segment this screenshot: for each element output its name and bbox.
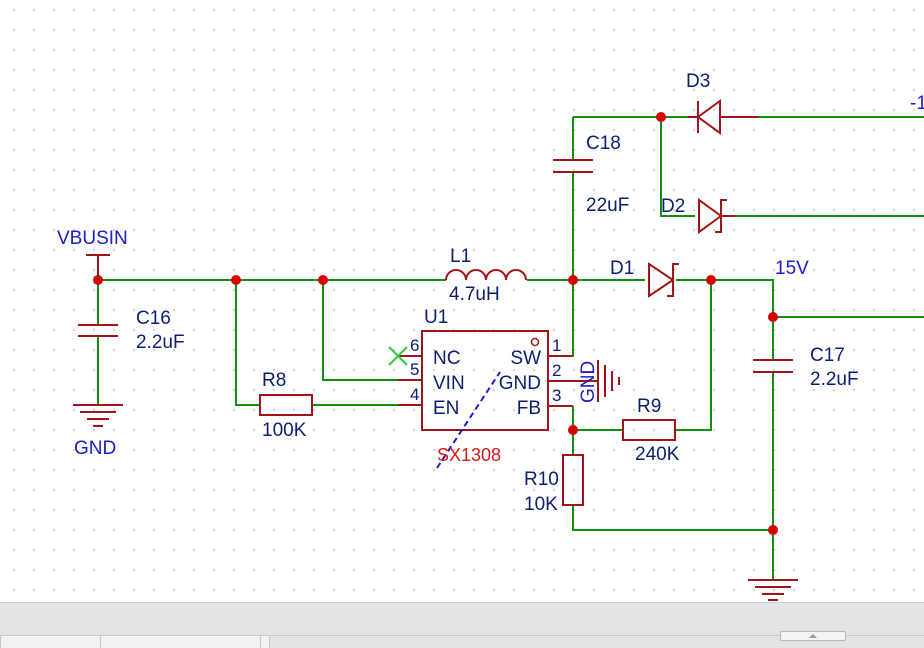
horizontal-scrollbar-thumb[interactable] bbox=[780, 631, 846, 641]
r9-value: 240K bbox=[635, 444, 680, 465]
wire-vin[interactable] bbox=[322, 280, 398, 381]
ground-symbol-left[interactable]: GND bbox=[73, 404, 123, 459]
diode-d3[interactable]: D3 bbox=[686, 71, 758, 135]
wire-r10-bottom[interactable] bbox=[572, 505, 773, 531]
net-15v-label: 15V bbox=[775, 258, 809, 279]
grid-background bbox=[0, 0, 924, 602]
resistor-r10[interactable]: R10 10K bbox=[524, 454, 584, 515]
wires bbox=[97, 116, 924, 580]
d2-ref: D2 bbox=[661, 196, 685, 217]
r10-ref: R10 bbox=[524, 469, 559, 490]
wire-r9-right[interactable] bbox=[675, 280, 712, 431]
diode-d1[interactable]: D1 bbox=[610, 258, 679, 298]
junction-dot bbox=[231, 275, 241, 285]
junction-dot bbox=[656, 112, 666, 122]
l1-value: 4.7uH bbox=[449, 284, 500, 305]
u1-pin-num: 3 bbox=[552, 386, 561, 405]
bottom-panel bbox=[0, 602, 924, 648]
u1-pin-num: 1 bbox=[552, 336, 561, 355]
diode-d2[interactable]: D2 bbox=[661, 196, 735, 234]
junction-dot bbox=[568, 425, 578, 435]
junction-dot bbox=[318, 275, 328, 285]
u1-pin-num: 5 bbox=[410, 360, 419, 379]
u1-part-name: SX1308 bbox=[437, 445, 501, 465]
bottom-tab[interactable] bbox=[0, 636, 102, 648]
c16-ref: C16 bbox=[136, 308, 171, 329]
junction-dot bbox=[768, 312, 778, 322]
c17-ref: C17 bbox=[810, 345, 845, 366]
junction-dot bbox=[768, 525, 778, 535]
vbusin-label: VBUSIN bbox=[57, 228, 128, 249]
schematic-canvas[interactable]: VBUSIN C16 2.2uF GND R8 100K L1 4.7uH bbox=[0, 0, 924, 602]
ground-symbol-u1[interactable]: GND bbox=[572, 360, 620, 403]
junction-dot bbox=[706, 275, 716, 285]
resistor-r8[interactable]: R8 100K bbox=[259, 370, 313, 441]
wire-r8-left[interactable] bbox=[235, 280, 260, 406]
panel-divider bbox=[0, 635, 924, 636]
r8-ref: R8 bbox=[262, 370, 286, 391]
r8-value: 100K bbox=[262, 420, 307, 441]
d1-ref: D1 bbox=[610, 258, 634, 279]
r9-ref: R9 bbox=[637, 396, 661, 417]
ground-symbol-right[interactable] bbox=[748, 579, 798, 601]
gnd-label: GND bbox=[74, 438, 116, 459]
u1-pin-num: 2 bbox=[552, 361, 561, 380]
strikethrough-line bbox=[436, 371, 501, 469]
capacitor-c17[interactable]: C17 2.2uF bbox=[753, 345, 859, 390]
u1-pin-name: NC bbox=[433, 348, 460, 369]
r10-value: 10K bbox=[524, 494, 558, 515]
u1-ref: U1 bbox=[424, 307, 448, 328]
l1-ref: L1 bbox=[450, 246, 471, 267]
u1-pin-name: GND bbox=[499, 373, 541, 394]
c16-value: 2.2uF bbox=[136, 332, 185, 353]
u1-pin-num: 4 bbox=[410, 385, 419, 404]
bottom-tab[interactable] bbox=[100, 636, 262, 648]
ic-u1[interactable]: U1 6 5 4 NC VIN EN 1 2 3 SW GND FB SX130… bbox=[388, 307, 572, 469]
u1-pin-name: SW bbox=[510, 348, 541, 369]
u1-pin-num: 6 bbox=[410, 336, 419, 355]
gnd-label-rotated: GND bbox=[578, 361, 599, 403]
resistor-r9[interactable]: R9 240K bbox=[622, 396, 680, 465]
vbusin-power-port[interactable]: VBUSIN bbox=[57, 228, 128, 280]
pin1-marker bbox=[530, 337, 540, 347]
inductor-l1[interactable]: L1 4.7uH bbox=[445, 246, 527, 305]
u1-pin-name: FB bbox=[517, 398, 541, 419]
capacitor-c18[interactable]: C18 22uF bbox=[553, 133, 629, 216]
wire-d2-in[interactable] bbox=[660, 117, 695, 217]
u1-pin-name: VIN bbox=[433, 373, 465, 394]
c18-value: 22uF bbox=[586, 195, 629, 216]
chevron-up-icon bbox=[809, 634, 817, 638]
junctions bbox=[93, 112, 778, 535]
capacitor-c16[interactable]: C16 2.2uF bbox=[78, 308, 185, 353]
offpage-net-label: -1 bbox=[910, 93, 924, 114]
junction-dot bbox=[568, 275, 578, 285]
d3-ref: D3 bbox=[686, 71, 710, 92]
c18-ref: C18 bbox=[586, 133, 621, 154]
u1-pin-name: EN bbox=[433, 398, 459, 419]
c17-value: 2.2uF bbox=[810, 369, 859, 390]
bottom-tab[interactable] bbox=[260, 636, 270, 648]
